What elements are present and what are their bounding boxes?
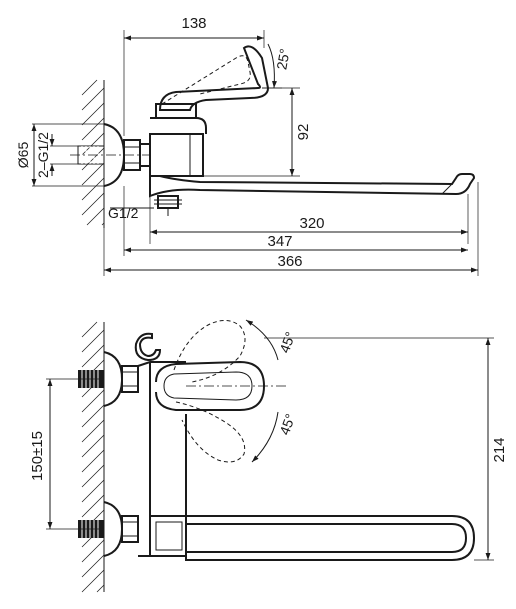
- dim-320: 320: [149, 194, 469, 244]
- angle-arc-lower: [251, 411, 279, 463]
- dim-214-label: 214: [491, 437, 508, 462]
- thread-2g12-label: 2–G1/2: [35, 132, 51, 178]
- lever-handle-ghost-top: [161, 55, 251, 105]
- top-view: 45° 45° 150±15 214: [29, 319, 508, 593]
- dim-dia65-label: Ø65: [15, 142, 31, 169]
- side-view: 138 25° 92 Ø65 2–G1/2 G1/: [15, 15, 479, 276]
- dim-320-label: 320: [299, 215, 324, 232]
- dim-150: 150±15: [29, 378, 104, 530]
- hook: [134, 332, 162, 362]
- angle-arc-25: [267, 43, 277, 89]
- angle-45-upper-label: 45°: [276, 330, 298, 355]
- thread-g12: G1/2: [108, 205, 154, 221]
- dim-366: 366: [103, 182, 479, 276]
- outlet-fitting-top: [154, 195, 182, 216]
- dim-214: 214: [264, 337, 508, 561]
- angle-25-label: 25°: [273, 47, 292, 71]
- dim-366-label: 366: [277, 253, 302, 270]
- mixer-body-bottom: [137, 360, 187, 557]
- dim-92: 92: [204, 87, 312, 177]
- dim-150-label: 150±15: [29, 431, 46, 481]
- spout-bottom: [185, 515, 476, 561]
- handle-ghost-lower: [175, 401, 246, 463]
- dim-347-label: 347: [267, 233, 292, 250]
- dim-138: 138: [123, 15, 265, 136]
- dim-dia65: Ø65: [15, 123, 104, 187]
- wall-hatching-top: [81, 79, 105, 228]
- thread-g12-label: G1/2: [108, 205, 139, 221]
- handle-ghost-upper: [173, 320, 246, 383]
- dim-138-label: 138: [181, 15, 206, 32]
- mixer-body-top: [149, 103, 207, 177]
- angle-45-lower-label: 45°: [276, 412, 298, 437]
- angle-arc-upper: [245, 319, 279, 361]
- wall-hatching-bottom: [81, 321, 105, 593]
- dim-347: 347: [123, 186, 468, 256]
- dim-92-label: 92: [295, 124, 312, 141]
- thread-2g12: 2–G1/2: [35, 132, 78, 178]
- spout-top: [149, 173, 476, 198]
- lever-handle-top: [158, 45, 270, 111]
